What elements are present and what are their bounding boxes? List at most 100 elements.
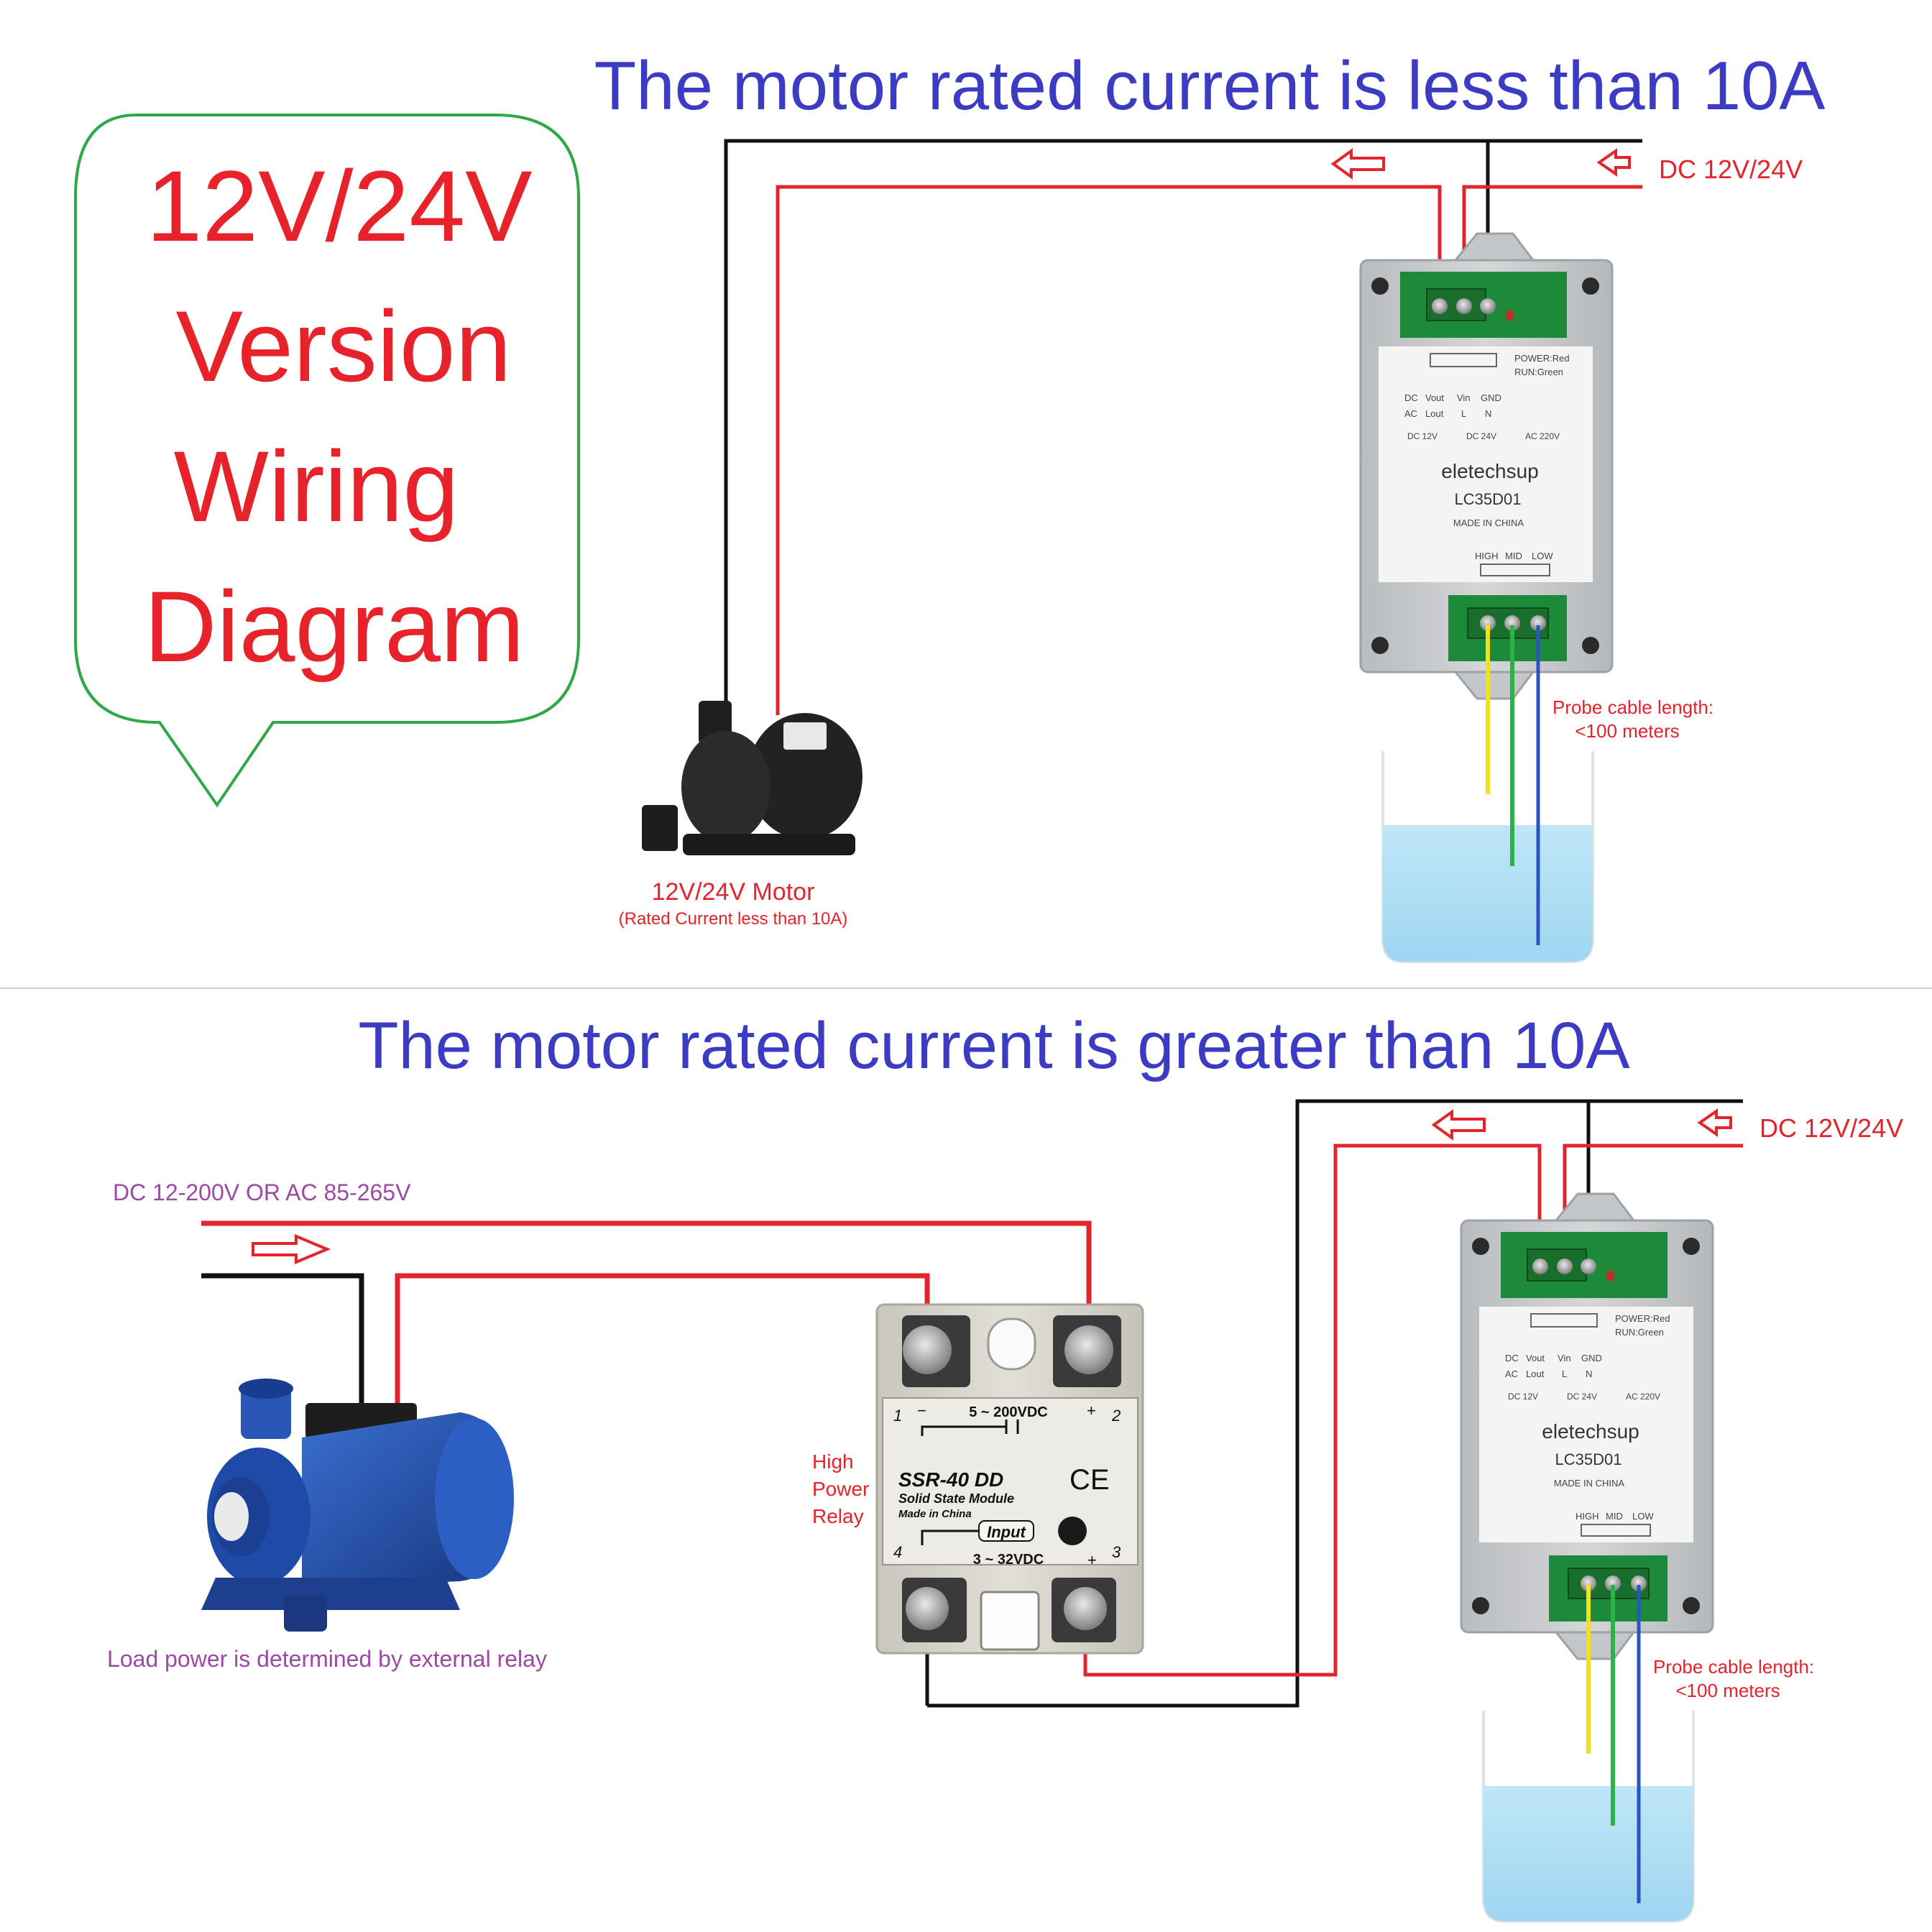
mount-hole-icon [1371, 637, 1389, 654]
term-r1-1: Vout [1526, 1353, 1545, 1363]
controller-tab-bottom [1453, 671, 1536, 700]
title-bubble: 12V/24V Version Wiring Diagram [74, 114, 580, 808]
power-led-label: POWER:Red [1615, 1313, 1670, 1324]
relay-label-1: High [812, 1450, 854, 1473]
terminal-screw-icon [1456, 298, 1472, 314]
term-r1-2: Vin [1558, 1353, 1571, 1363]
power-led-label: POWER:Red [1514, 353, 1570, 364]
mount-hole-icon [1582, 637, 1599, 654]
water [1484, 1786, 1693, 1921]
mount-hole-icon [1371, 277, 1389, 295]
supply-red-wire [201, 1220, 1092, 1333]
option-2: AC 220V [1626, 1392, 1660, 1402]
run-led-label: RUN:Green [1615, 1327, 1664, 1338]
bubble-line-4: Diagram [144, 570, 524, 683]
terminal-screw-icon [1581, 1259, 1596, 1274]
bottom-arrow-out-icon [1431, 1109, 1486, 1141]
pump-outlet-port [239, 1379, 293, 1399]
led-icon [1506, 310, 1513, 321]
probe-term-0: HIGH [1576, 1511, 1599, 1522]
ssr-made: Made in China [898, 1508, 972, 1520]
pump-volute [681, 731, 770, 843]
bottom-title: The motor rated current is greater than … [358, 1009, 1630, 1082]
terminal-screw-icon [1480, 298, 1496, 314]
probe-term-1: MID [1505, 551, 1522, 561]
probe-term-1: MID [1606, 1511, 1623, 1522]
terminal-screw-icon [1432, 298, 1448, 314]
ssr-voltage-out: 5 ~ 200VDC [969, 1404, 1048, 1420]
led-icon [1606, 1271, 1614, 1281]
ssr-desc: Solid State Module [898, 1491, 1014, 1506]
pump-label-sticker [783, 722, 827, 750]
probe-term-2: LOW [1532, 551, 1553, 561]
model-label: LC35D01 [1555, 1450, 1622, 1468]
terminal-diagram [1530, 1313, 1598, 1328]
ssr-pin-4: 4 [893, 1543, 902, 1561]
ssr-mount-slot [987, 1317, 1036, 1371]
option-2: AC 220V [1525, 431, 1560, 441]
top-water-tank [1381, 625, 1594, 963]
probe-term-2: LOW [1632, 1511, 1654, 1522]
top-probe-label-1: Probe cable length: [1552, 696, 1714, 718]
water [1383, 825, 1593, 962]
term-r2-1: Lout [1425, 408, 1444, 419]
pump-base [201, 1578, 460, 1610]
made-in-label: MADE IN CHINA [1554, 1478, 1625, 1489]
probe-diagram [1581, 1524, 1651, 1537]
controller-tab-bottom [1553, 1631, 1637, 1660]
ssr-screw-icon [903, 1325, 952, 1374]
ssr-model: SSR-40 DD [898, 1468, 1003, 1491]
relay-label-3: Relay [812, 1505, 864, 1527]
ssr-input-symbol [921, 1530, 979, 1545]
controller-label-panel [1379, 346, 1593, 582]
option-0: DC 12V [1508, 1392, 1538, 1402]
ssr-minus-top: − [917, 1402, 926, 1420]
term-r1-0: DC [1404, 392, 1418, 403]
top-probe-label-2: <100 meters [1575, 720, 1679, 742]
small-pump [642, 701, 862, 855]
term-r2-3: N [1485, 408, 1491, 419]
term-r2-0: AC [1404, 408, 1417, 419]
mount-hole-icon [1472, 1597, 1489, 1614]
pump-motor-body [748, 713, 862, 840]
option-1: DC 24V [1466, 431, 1496, 441]
motor-sublabel: (Rated Current less than 10A) [619, 909, 848, 929]
supply-arrow-icon [252, 1233, 331, 1265]
ssr-screw-icon [906, 1587, 949, 1630]
term-r1-3: GND [1581, 1353, 1602, 1363]
ssr-voltage-in: 3 ~ 32VDC [973, 1552, 1044, 1568]
ssr-pin-3: 3 [1112, 1543, 1121, 1561]
top-red-wire-motor [776, 185, 1442, 715]
ssr-pin-2: 2 [1111, 1407, 1121, 1425]
run-led-label: RUN:Green [1514, 367, 1563, 377]
option-1: DC 24V [1567, 1392, 1597, 1402]
brand-label: eletechsup [1441, 460, 1538, 482]
pump-foot [284, 1596, 327, 1632]
bottom-water-tank [1482, 1585, 1695, 1923]
term-r1-0: DC [1505, 1353, 1519, 1363]
brand-label: eletechsup [1542, 1420, 1639, 1443]
controller-tab-top [1553, 1192, 1637, 1222]
supply-label: DC 12-200V OR AC 85-265V [113, 1179, 411, 1205]
bottom-controller: POWER:Red RUN:Green DC Vout Vin GND AC L… [1460, 1192, 1714, 1660]
relay-label-2: Power [812, 1478, 869, 1500]
ssr-indicator-led-icon [1058, 1517, 1087, 1545]
ssr-bottom-slot [980, 1591, 1040, 1651]
pump-inlet [642, 805, 678, 851]
probe-diagram [1480, 564, 1550, 576]
term-r2-3: N [1586, 1368, 1592, 1379]
option-0: DC 12V [1407, 431, 1438, 441]
ssr-screw-icon [1064, 1587, 1107, 1630]
ce-mark: CE [1070, 1464, 1110, 1496]
top-title: The motor rated current is less than 10A [594, 47, 1826, 124]
term-r2-0: AC [1505, 1368, 1518, 1379]
term-r2-2: L [1461, 408, 1466, 419]
load-label: Load power is determined by external rel… [107, 1646, 547, 1672]
bubble-outline [74, 114, 580, 808]
bottom-black-wire-ssr [927, 1099, 1743, 1708]
term-r2-2: L [1562, 1368, 1567, 1379]
controller-label-panel [1479, 1307, 1693, 1542]
centrifugal-pump [201, 1379, 514, 1632]
ssr-screw-icon [1064, 1325, 1113, 1374]
motor-label: 12V/24V Motor [652, 878, 815, 906]
